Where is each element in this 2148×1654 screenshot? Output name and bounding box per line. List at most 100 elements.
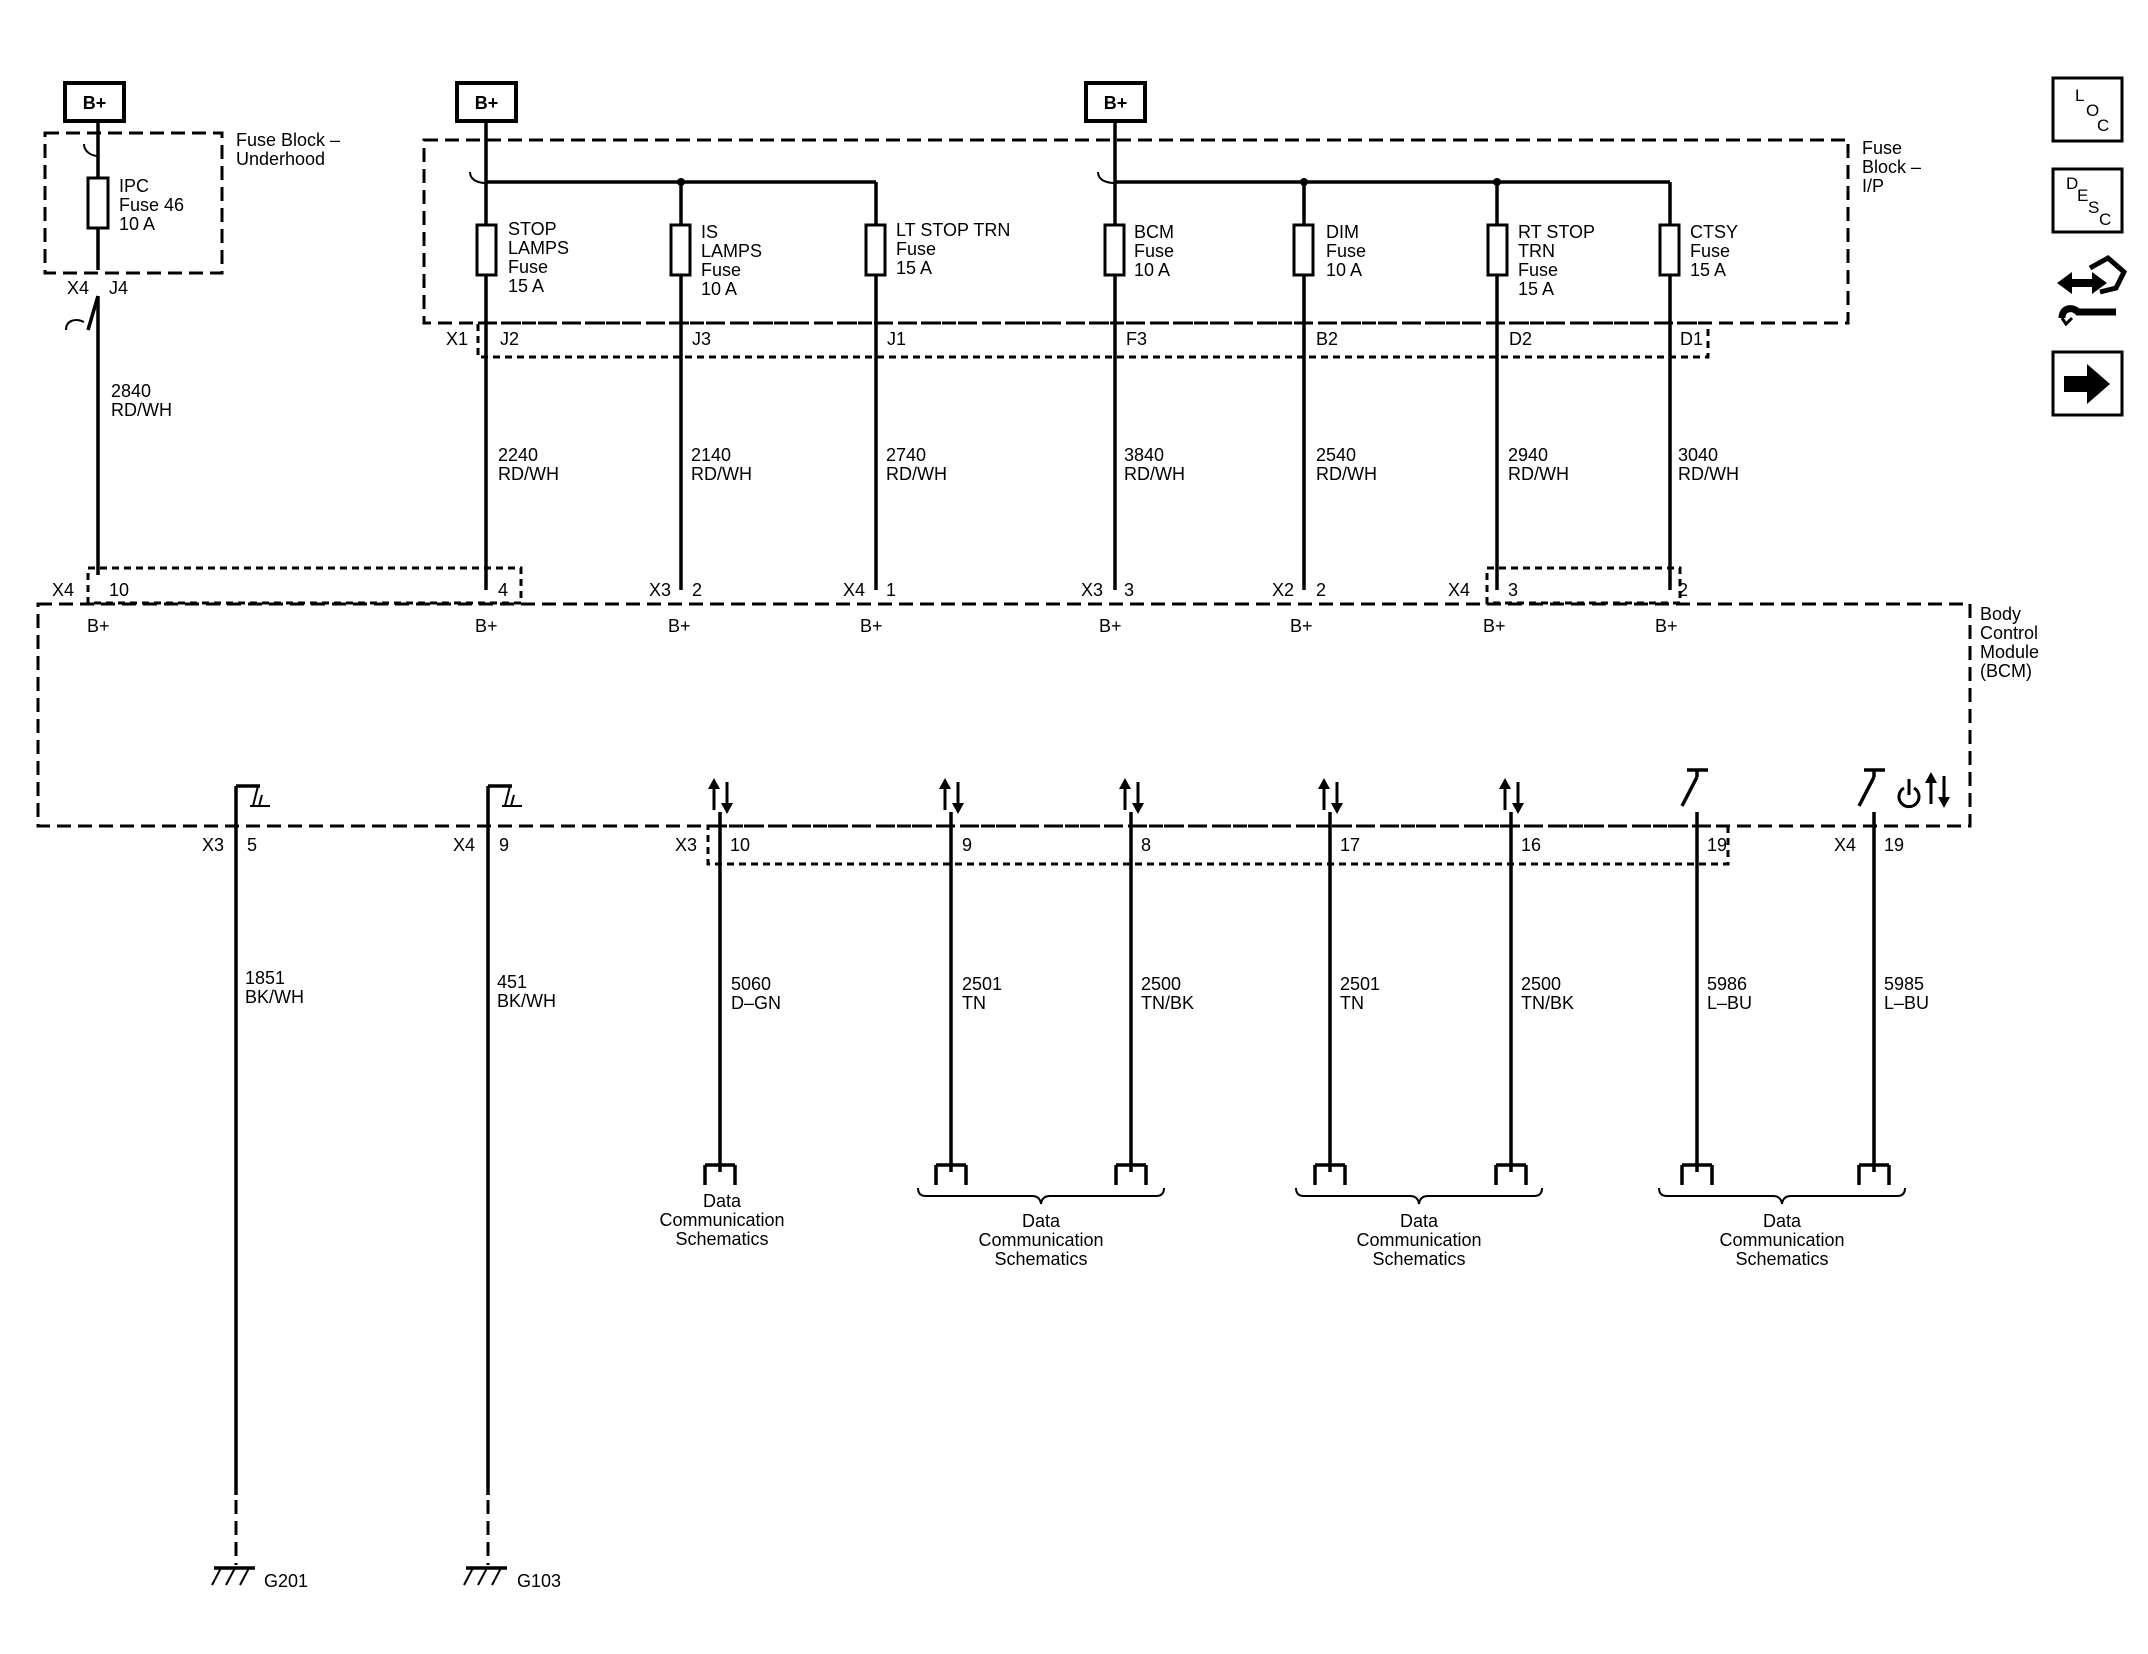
bcm-label-1: Body <box>1980 604 2021 624</box>
fuse-block-ip-label-1: Fuse <box>1862 138 1902 158</box>
fuse-lt-stop-trn-label-1: LT STOP TRN <box>896 220 1010 240</box>
desc-letter-e: E <box>2077 186 2088 205</box>
bcm-connector-x3: X3 <box>649 580 671 600</box>
wire-2240-color: RD/WH <box>498 464 559 484</box>
data-comm-label-2: Communication <box>659 1210 784 1230</box>
fuse-rt-stop-trn: RT STOP TRN Fuse 15 A D2 2940 RD/WH X4 3 <box>1448 182 1595 600</box>
connector-swap-icon[interactable] <box>2057 254 2128 327</box>
fuse-stop-lamps-pin: J2 <box>500 329 519 349</box>
wire-2140-number: 2140 <box>691 445 731 465</box>
bcm-connector-x4: X4 <box>1448 580 1470 600</box>
fuse-dim-label-3: 10 A <box>1326 260 1362 280</box>
data-comm-label-2: Communication <box>1719 1230 1844 1250</box>
fuse-ctsy-label-2: Fuse <box>1690 241 1730 261</box>
ipc-fuse-label-2: Fuse 46 <box>119 195 184 215</box>
body-control-module: Body Control Module (BCM) B+ B+ B+ B+ B+… <box>36 602 2039 828</box>
fuse-ctsy-label-3: 15 A <box>1690 260 1726 280</box>
wire-2540-color: RD/WH <box>1316 464 1377 484</box>
switch-icon <box>1680 768 1708 807</box>
fuse-rt-stop-trn-label-1: RT STOP <box>1518 222 1595 242</box>
bcm-bplus-pin: B+ <box>87 616 110 636</box>
wire-2501b-color: TN <box>1340 993 1364 1013</box>
fuse-ctsy: CTSY Fuse 15 A D1 3040 RD/WH 2 <box>1658 182 1739 600</box>
wire-1851-number: 1851 <box>245 968 285 988</box>
data-2501a-pin: 9 <box>962 835 972 855</box>
wire-2740-color: RD/WH <box>886 464 947 484</box>
fuse-stop-lamps-label-3: Fuse <box>508 257 548 277</box>
loc-letter-l: L <box>2075 86 2084 105</box>
data-comm-reference-2[interactable]: Data Communication Schematics <box>917 1187 1165 1269</box>
data-line-2501-a: 9 2501 TN <box>934 776 1002 1187</box>
fuse-rt-stop-trn-label-3: Fuse <box>1518 260 1558 280</box>
ground-g201-connector: X3 <box>202 835 224 855</box>
bcm-pin-2: 2 <box>1678 580 1688 600</box>
wire-5986-color: L–BU <box>1707 993 1752 1013</box>
fuse-dim: DIM Fuse 10 A B2 2540 RD/WH X2 2 <box>1272 182 1377 600</box>
ground-g201-icon <box>211 1566 255 1586</box>
wire-3040-number: 3040 <box>1678 445 1718 465</box>
brace-icon <box>1658 1187 1906 1205</box>
fuse-block-underhood: Fuse Block – Underhood IPC Fuse 46 10 A … <box>43 121 340 575</box>
ground-circuit-g201: X3 5 1851 BK/WH G201 <box>202 784 308 1591</box>
fuse-rt-stop-trn-label-2: TRN <box>1518 241 1555 261</box>
bcm-bplus-pin: B+ <box>1483 616 1506 636</box>
data-2501b-pin: 17 <box>1340 835 1360 855</box>
switch-icon <box>1857 768 1885 807</box>
desc-icon[interactable]: D E S C <box>2051 167 2124 234</box>
data-comm-reference-4[interactable]: Data Communication Schematics <box>1658 1187 1906 1269</box>
data-comm-reference-3[interactable]: Data Communication Schematics <box>1295 1187 1543 1269</box>
ground-circuit-g103: X4 9 451 BK/WH G103 <box>453 784 561 1591</box>
bcm-pin-3: 3 <box>1508 580 1518 600</box>
fuse-is-lamps-label-2: LAMPS <box>701 241 762 261</box>
bcm-bplus-pin: B+ <box>1290 616 1313 636</box>
data-comm-reference-1[interactable]: Data Communication Schematics <box>659 1191 784 1249</box>
data-line-2501-b: 17 2501 TN <box>1313 776 1380 1187</box>
bcm-connector-x3-bottom-strip <box>706 824 1730 866</box>
wire-2501a-color: TN <box>962 993 986 1013</box>
power-icon <box>1897 779 1921 809</box>
bcm-label-4: (BCM) <box>1980 661 2032 681</box>
bidirectional-arrow-icon <box>706 776 735 816</box>
data-comm-label-1: Data <box>1763 1211 1802 1231</box>
bcm-bplus-pin: B+ <box>475 616 498 636</box>
ground-g201-pin: 5 <box>247 835 257 855</box>
fuse-dim-pin: B2 <box>1316 329 1338 349</box>
wire-5986-number: 5986 <box>1707 974 1747 994</box>
bidirectional-arrow-icon <box>1117 776 1146 816</box>
bplus-box-3: B+ <box>1084 81 1147 123</box>
bcm-connector-x4: X4 <box>843 580 865 600</box>
fuse-bcm-pin: F3 <box>1126 329 1147 349</box>
next-arrow-icon[interactable] <box>2051 350 2124 417</box>
loc-icon[interactable]: L O C <box>2051 76 2124 143</box>
wire-5060-color: D–GN <box>731 993 781 1013</box>
bcm-connector-x4-ipc: X4 <box>52 580 74 600</box>
bcm-bplus-pin: B+ <box>1099 616 1122 636</box>
bcm-connector-x4-strip-a <box>86 566 523 605</box>
data-comm-label-1: Data <box>703 1191 742 1211</box>
fuse-bcm: BCM Fuse 10 A F3 3840 RD/WH X3 3 <box>1081 182 1185 600</box>
data-comm-label-1: Data <box>1400 1211 1439 1231</box>
data-2500a-pin: 8 <box>1141 835 1151 855</box>
ground-g103-connector: X4 <box>453 835 475 855</box>
wire-2840-color: RD/WH <box>111 400 172 420</box>
bcm-label-2: Control <box>1980 623 2038 643</box>
ipc-pin: J4 <box>109 278 128 298</box>
bplus-box-1: B+ <box>63 81 126 123</box>
wire-2840-number: 2840 <box>111 381 151 401</box>
bplus-box-2: B+ <box>455 81 518 123</box>
wire-3840-color: RD/WH <box>1124 464 1185 484</box>
wire-2500a-number: 2500 <box>1141 974 1181 994</box>
bcm-pin-3: 3 <box>1124 580 1134 600</box>
loc-letter-o: O <box>2086 101 2099 120</box>
bidirectional-arrow-icon <box>1497 776 1526 816</box>
data-5985-pin: 19 <box>1884 835 1904 855</box>
fuse-block-underhood-label-1: Fuse Block – <box>236 130 340 150</box>
bcm-pin-10: 10 <box>109 580 129 600</box>
ground-g201-label: G201 <box>264 1571 308 1591</box>
wire-2940-number: 2940 <box>1508 445 1548 465</box>
wire-2540-number: 2540 <box>1316 445 1356 465</box>
ground-g103-label: G103 <box>517 1571 561 1591</box>
data-5060-connector: X3 <box>675 835 697 855</box>
fuse-rt-stop-trn-pin: D2 <box>1509 329 1532 349</box>
fuse-rt-stop-trn-label-4: 15 A <box>1518 279 1554 299</box>
